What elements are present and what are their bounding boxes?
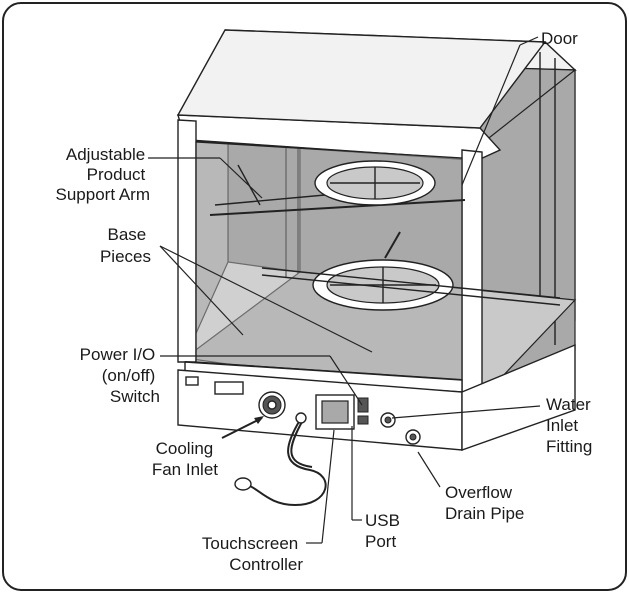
label-cooling-fan: Cooling Fan Inlet [152, 439, 218, 479]
label-usb-port: USB Port [365, 511, 405, 551]
label-overflow-drain: Overflow Drain Pipe [445, 483, 524, 523]
label-door: Door [541, 29, 578, 48]
label-base-pieces: Base Pieces [100, 225, 151, 266]
label-touchscreen: Touchscreen Controller [202, 534, 303, 574]
label-support-arm: Adjustable Product Support Arm [56, 145, 151, 204]
label-power-switch: Power I/O (on/off) Switch [80, 345, 160, 406]
label-water-inlet: Water Inlet Fitting [546, 395, 595, 456]
cabinet [178, 30, 575, 505]
